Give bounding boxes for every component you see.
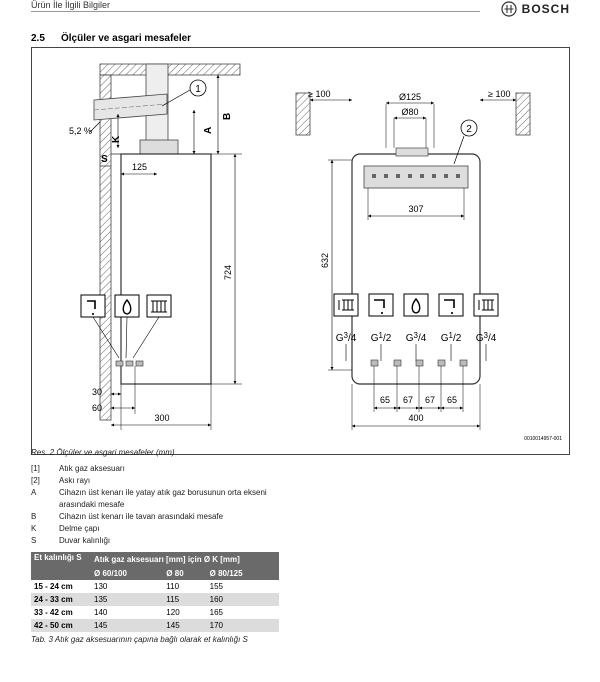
clearance-right: ≥ 100	[488, 89, 510, 99]
radiator-icon	[146, 294, 172, 318]
dim-300: 300	[154, 413, 169, 423]
dim-60: 60	[92, 403, 102, 413]
diameter-80: Ø80	[401, 107, 418, 117]
table-subheader: Ø 80/125	[206, 566, 279, 580]
left-wall	[295, 92, 311, 136]
header-section-text: Ürün İle İlgili Bilgiler	[31, 0, 111, 10]
section-heading: 2.5 Ölçüler ve asgari mesafeler	[31, 33, 191, 44]
wall-thickness-table: Et kalınlığı S Atık gaz aksesuarı [mm] i…	[31, 552, 279, 632]
callout-1: 1	[195, 84, 201, 95]
flue-connector	[139, 139, 179, 155]
conn-4: G1/2	[441, 331, 462, 344]
dim-400: 400	[408, 413, 423, 423]
conn-1: G3/4	[336, 331, 357, 344]
gap-3: 67	[425, 395, 435, 405]
ceiling	[99, 63, 241, 76]
dimension-drawing: 1 5,2 % K S A B 125 724	[69, 63, 562, 442]
gap-1: 65	[380, 395, 390, 405]
section-title: Ölçüler ve asgari mesafeler	[61, 33, 192, 44]
heating-flow-icon	[333, 293, 359, 317]
callout-2-circle	[460, 119, 478, 137]
gas-inlet-icon	[403, 293, 429, 317]
front-view: ≥ 100 ≥ 100 Ø125 Ø80 2 307	[295, 89, 562, 442]
dim-125: 125	[132, 162, 147, 172]
hanging-rail	[363, 165, 469, 189]
dim-30: 30	[92, 387, 102, 397]
boiler-side	[120, 153, 212, 385]
callout-1-circle	[189, 79, 207, 97]
label-k: K	[111, 135, 122, 143]
gap-4: 65	[447, 395, 457, 405]
clearance-left: ≥ 100	[308, 89, 330, 99]
side-view: 1 5,2 % K S A B 125 724	[69, 63, 242, 430]
table-subheader: Ø 80	[163, 566, 207, 580]
figure-frame: 1 5,2 % K S A B 125 724	[31, 47, 570, 455]
gap-2: 67	[403, 395, 413, 405]
callout-2: 2	[466, 124, 472, 135]
figure-caption: Res. 2 Ölçüler ve asgari mesafeler (mm)	[31, 448, 175, 457]
diameter-125: Ø125	[399, 92, 421, 102]
conn-3: G3/4	[406, 331, 427, 344]
heating-return-icon	[473, 293, 499, 317]
label-s: S	[101, 154, 108, 165]
dim-632: 632	[320, 253, 330, 268]
table-subheader: Ø 60/100	[91, 566, 164, 580]
table-header-col1: Et kalınlığı S	[31, 552, 91, 580]
brand-name: BOSCH	[521, 2, 570, 16]
conn-5: G3/4	[476, 331, 497, 344]
cold-water-inlet-icon	[438, 293, 464, 317]
side-icons	[80, 294, 172, 367]
slope-label: 5,2 %	[69, 126, 92, 136]
wall	[99, 74, 112, 421]
right-wall	[515, 92, 531, 136]
label-b: B	[222, 113, 233, 120]
dim-307: 307	[408, 204, 423, 214]
conn-2: G1/2	[371, 331, 392, 344]
table-header-group: Atık gaz aksesuarı [mm] için Ø K [mm]	[91, 552, 279, 566]
label-a: A	[203, 127, 214, 134]
section-number: 2.5	[31, 33, 45, 44]
legend-item: [2]Askı rayı	[31, 476, 91, 485]
flue-socket	[395, 147, 429, 157]
legend-item: [1]Atık gaz aksesuarı	[31, 464, 125, 473]
bosch-armature-icon	[501, 1, 517, 17]
dim-724: 724	[223, 265, 233, 280]
header-rule	[31, 11, 480, 12]
front-icons	[333, 293, 499, 317]
brand-logo: BOSCH	[501, 1, 570, 17]
hot-water-outlet-icon	[368, 293, 394, 317]
table-caption: Tab. 3 Atık gaz aksesuarının çapına bağl…	[31, 635, 248, 644]
drawing-code: 0010014957-001	[524, 436, 562, 442]
